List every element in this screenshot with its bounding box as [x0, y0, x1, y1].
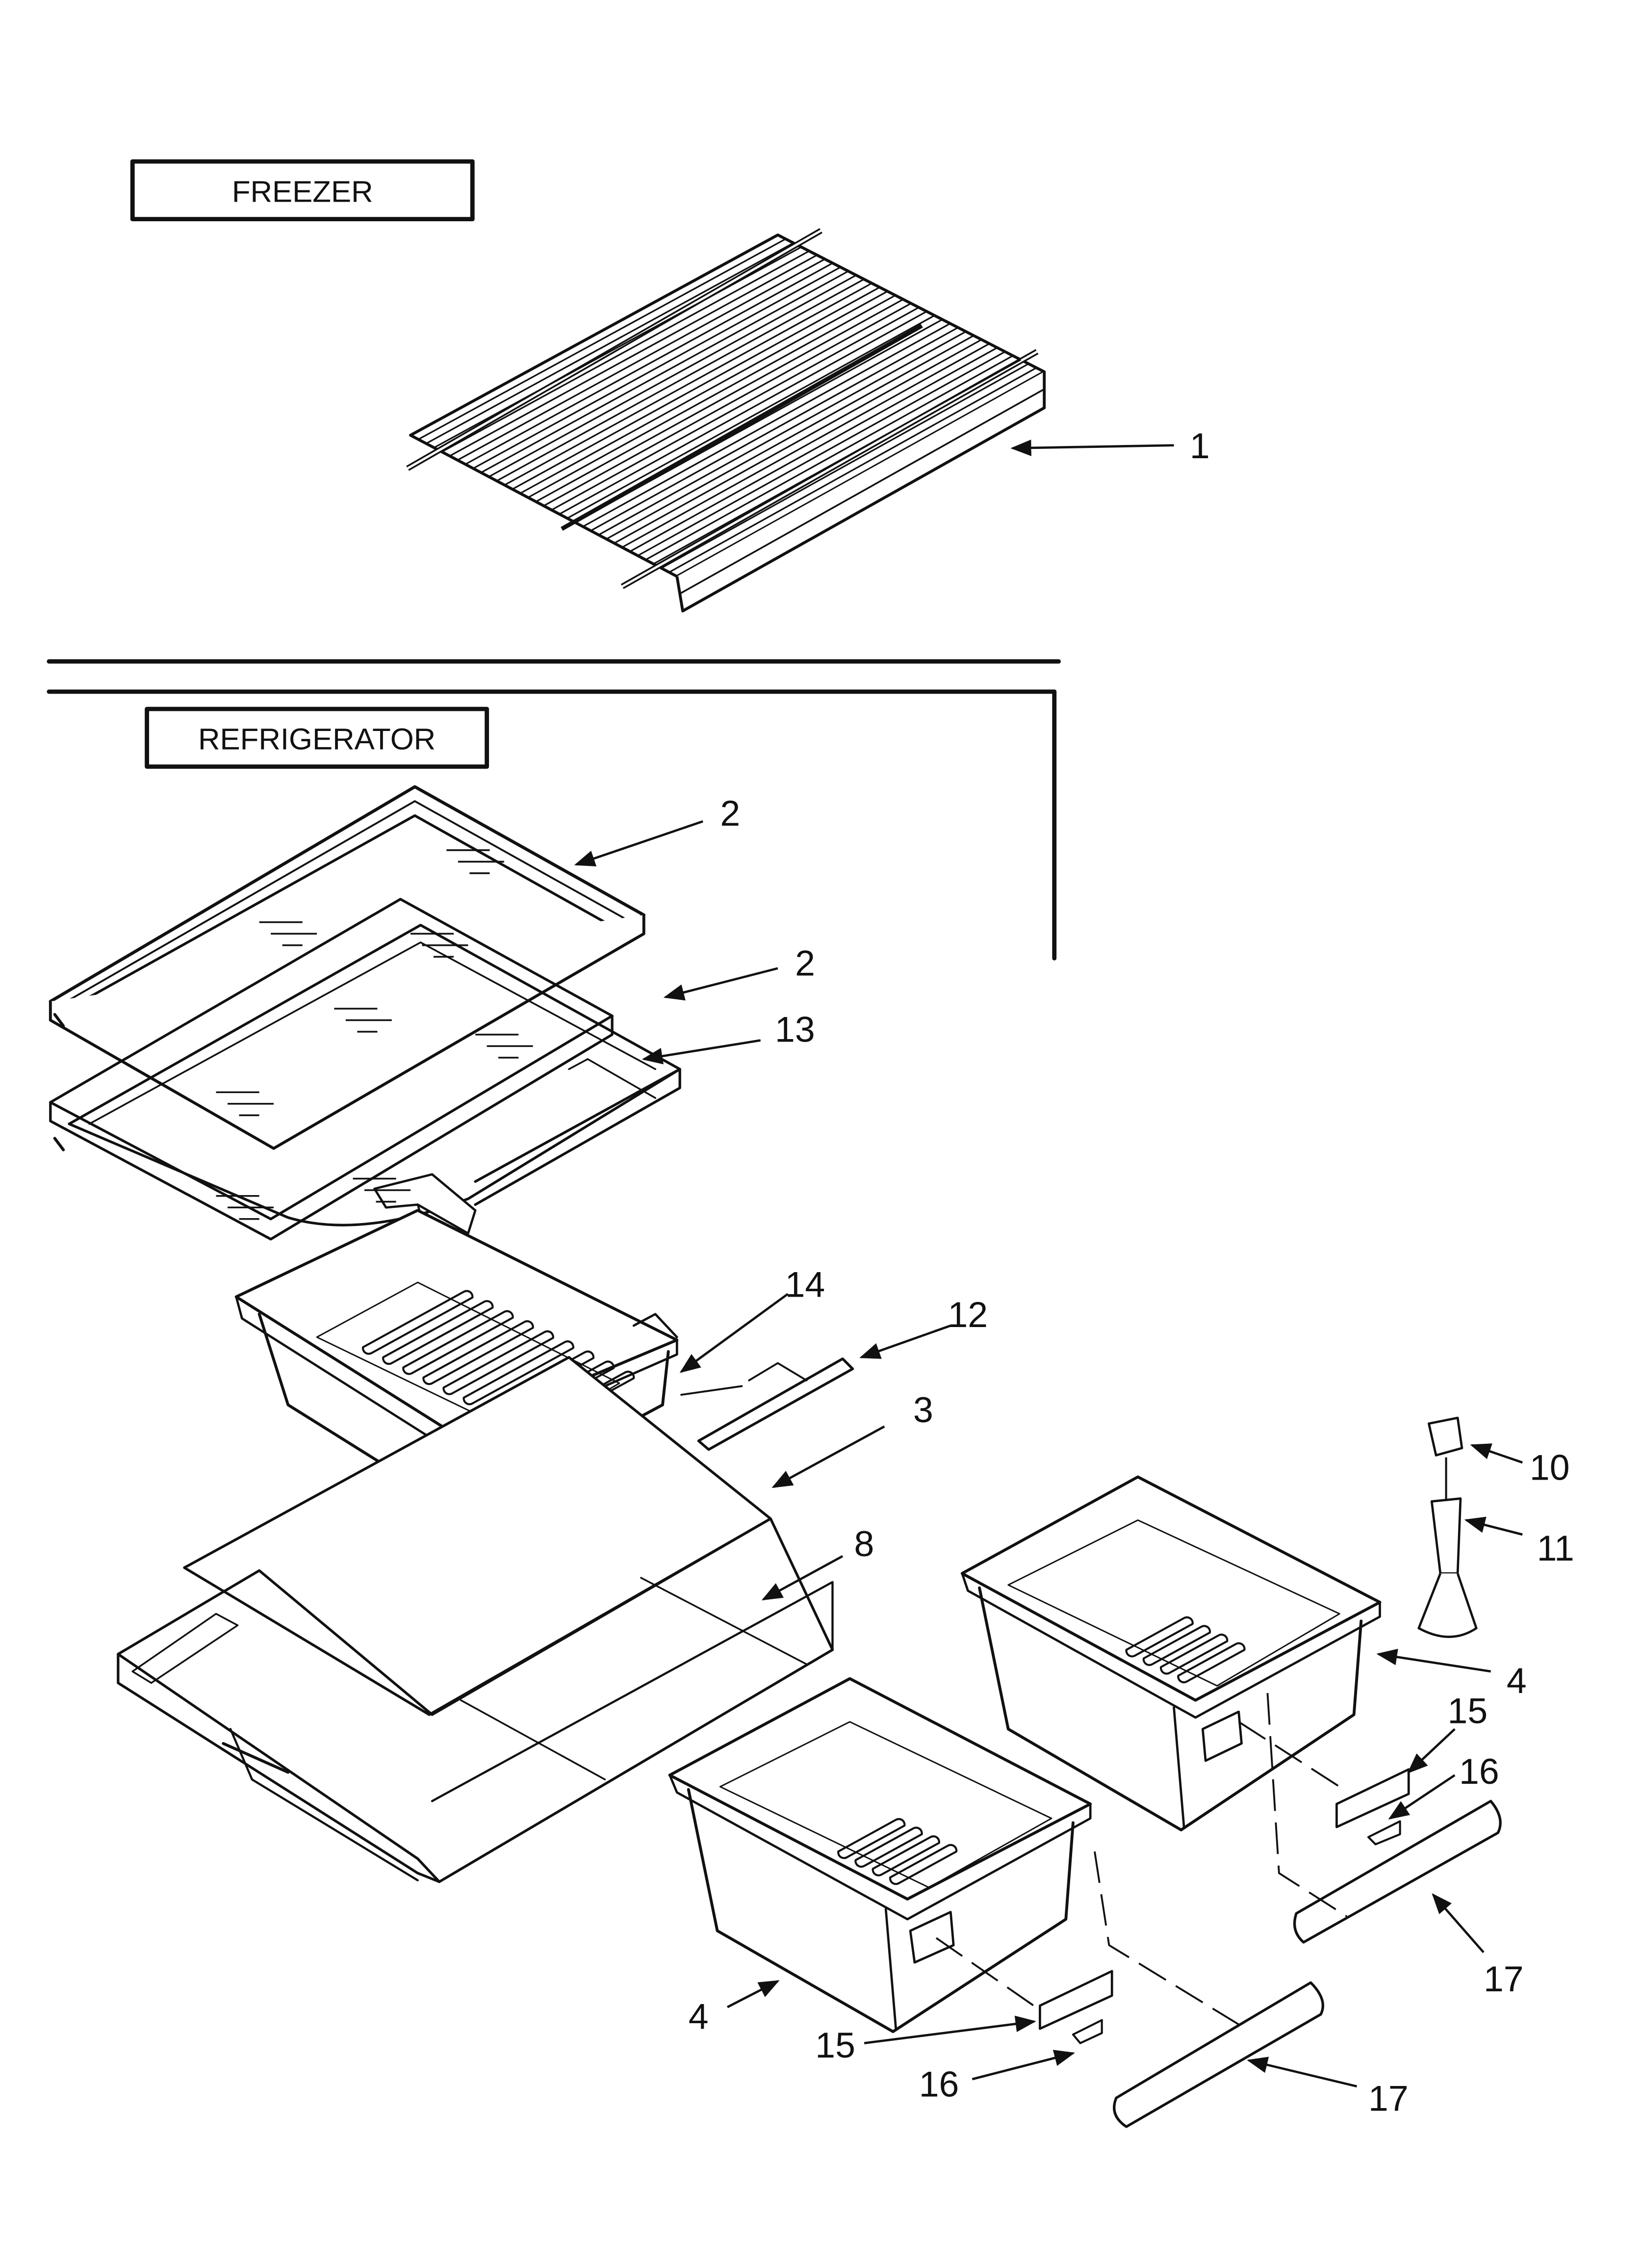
- shelf-wire: [535, 298, 904, 502]
- callout-10: 10: [1530, 1447, 1570, 1487]
- shelf-wire: [653, 359, 1022, 565]
- drawer-rib: [1142, 1625, 1211, 1666]
- shelf-wire: [457, 258, 825, 461]
- shelf-wire: [614, 339, 982, 544]
- shelf-wire: [661, 363, 1029, 569]
- callout-17b: 17: [1368, 2079, 1409, 2119]
- drawer-rib: [361, 1290, 474, 1355]
- section-divider: [47, 659, 1061, 961]
- shelf-wire: [488, 274, 857, 478]
- callout-numbers: 1 2 2 13 14 12 3 8 10 11 4 15 16 17 4 15…: [689, 426, 1574, 2119]
- drawer-trim-strip: [680, 1357, 854, 1451]
- crisper-support-frame: [117, 1517, 834, 1883]
- callout-leaders: [574, 439, 1523, 2088]
- shelf-wire: [559, 311, 927, 515]
- shelf-wire: [543, 302, 912, 507]
- callout-4a: 4: [1507, 1661, 1527, 1701]
- shelf-wire: [566, 314, 935, 519]
- shelf-wire: [629, 347, 998, 552]
- callout-1: 1: [1190, 426, 1210, 466]
- refrigerator-label: REFRIGERATOR: [198, 722, 436, 756]
- shelf-wire: [598, 331, 967, 536]
- callout-12: 12: [948, 1295, 988, 1335]
- shelf-wire: [481, 270, 849, 473]
- shelf-wire: [449, 254, 818, 457]
- drawer-rib: [872, 1835, 940, 1877]
- drawer-rail-left: [1113, 1981, 1324, 2128]
- drawer-rib: [422, 1320, 534, 1385]
- shelf-wire: [551, 307, 920, 511]
- shelf-wire: [504, 282, 872, 486]
- glass-shelf-upper: [49, 785, 645, 1150]
- shelf-wire: [668, 367, 1037, 573]
- callout-14: 14: [785, 1264, 825, 1304]
- crisper-glass-cover: [183, 1356, 772, 1716]
- shelf-wire: [590, 327, 959, 532]
- freezer-wire-shelf: [406, 228, 1046, 613]
- callout-16a: 16: [1459, 1751, 1499, 1792]
- callout-15b: 15: [815, 2025, 855, 2065]
- callout-8: 8: [854, 1524, 874, 1564]
- drawer-rib: [462, 1340, 574, 1406]
- humidity-control-knob: [1417, 1416, 1478, 1638]
- shelf-wire: [527, 294, 896, 498]
- shelf-wire: [621, 343, 990, 548]
- callout-2b: 2: [795, 943, 815, 983]
- drawer-rib: [382, 1300, 494, 1365]
- shelf-wire: [574, 318, 943, 523]
- drawer-rib: [402, 1310, 514, 1375]
- shelf-wire: [496, 278, 865, 482]
- shelf-wire: [473, 266, 841, 469]
- freezer-label-box: FREEZER: [130, 159, 475, 222]
- shelf-wire: [426, 242, 794, 444]
- drawer-rib: [1159, 1633, 1229, 1675]
- callout-3: 3: [913, 1390, 933, 1430]
- callout-16b: 16: [919, 2064, 959, 2104]
- drawer-rib: [1177, 1642, 1246, 1684]
- callout-4b: 4: [689, 1996, 709, 2036]
- callout-11: 11: [1537, 1528, 1574, 1568]
- drawer-rail-right: [1293, 1799, 1502, 1944]
- shelf-wire: [512, 287, 880, 490]
- drawer-slide-left: [1039, 1970, 1113, 2044]
- drawer-rib: [889, 1844, 958, 1885]
- assembly-guide-lines: [935, 1693, 1347, 2026]
- shelf-wire: [418, 238, 786, 441]
- shelf-wire: [434, 246, 802, 448]
- shelf-wire: [637, 351, 1006, 557]
- drawer-slide-right: [1335, 1768, 1410, 1846]
- crisper-drawer-left: [668, 1677, 1092, 2033]
- callout-13: 13: [775, 1010, 815, 1050]
- drawer-rib: [1125, 1616, 1194, 1658]
- drawer-rib: [442, 1330, 554, 1395]
- freezer-label: FREEZER: [232, 175, 373, 209]
- callout-2a: 2: [720, 793, 740, 834]
- shelf-wire: [606, 335, 975, 540]
- shelf-wire: [519, 290, 888, 495]
- callout-15a: 15: [1448, 1691, 1488, 1731]
- drawer-rib: [854, 1826, 923, 1868]
- callout-17a: 17: [1484, 1959, 1524, 1999]
- shelf-wire: [582, 323, 951, 527]
- shelf-wire: [441, 250, 810, 453]
- shelf-wire: [645, 355, 1014, 561]
- refrigerator-label-box: REFRIGERATOR: [145, 706, 489, 769]
- drawer-rib: [837, 1818, 906, 1859]
- crisper-drawer-right: [960, 1475, 1382, 1831]
- shelf-wire: [465, 262, 833, 465]
